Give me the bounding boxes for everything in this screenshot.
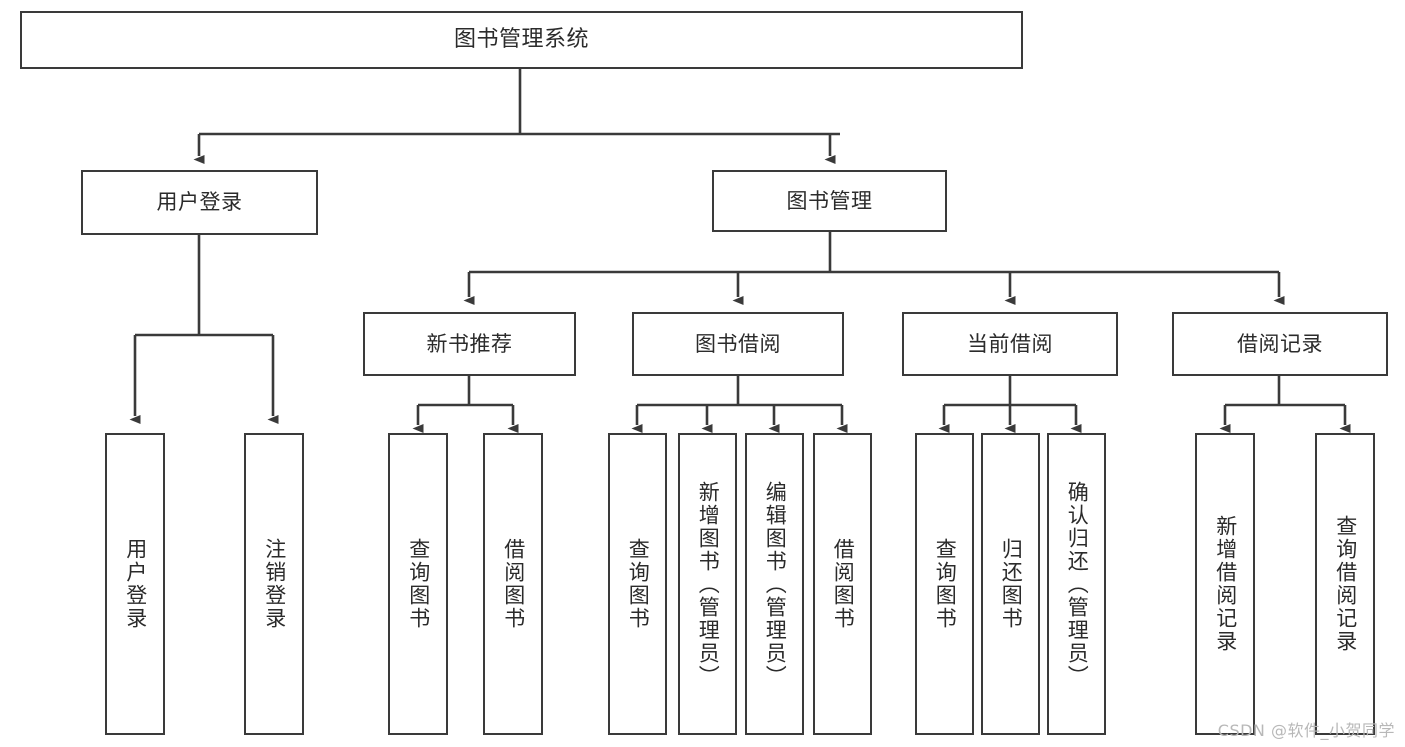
leaf-user-login-label: 用户登录 (123, 538, 148, 630)
node-root[interactable]: 图书管理系统 (20, 11, 1023, 69)
node-root-label: 图书管理系统 (453, 27, 589, 53)
leaf-add-record-label: 新增借阅记录 (1213, 515, 1238, 653)
node-book-borrow[interactable]: 图书借阅 (632, 312, 844, 376)
leaf-borrow-book-2[interactable]: 借阅图书 (813, 433, 872, 735)
node-current-borrow-label: 当前借阅 (967, 331, 1053, 356)
node-current-borrow[interactable]: 当前借阅 (902, 312, 1118, 376)
leaf-logout-login-label: 注销登录 (262, 538, 287, 630)
leaf-query-record-label: 查询借阅记录 (1333, 515, 1358, 653)
leaf-user-login[interactable]: 用户登录 (105, 433, 165, 735)
leaf-confirm-return[interactable]: 确认归还（管理员） (1047, 433, 1106, 735)
node-book-manage-label: 图书管理 (786, 188, 873, 213)
leaf-confirm-return-label: 确认归还（管理员） (1065, 480, 1090, 688)
node-borrow-record[interactable]: 借阅记录 (1172, 312, 1388, 376)
node-borrow-record-label: 借阅记录 (1237, 331, 1323, 356)
leaf-return-book[interactable]: 归还图书 (981, 433, 1040, 735)
leaf-query-book-3[interactable]: 查询图书 (915, 433, 974, 735)
leaf-add-record[interactable]: 新增借阅记录 (1195, 433, 1255, 735)
leaf-query-book-1[interactable]: 查询图书 (388, 433, 448, 735)
node-new-book-recommend-label: 新书推荐 (426, 331, 513, 356)
leaf-add-book-label: 新增图书（管理员） (696, 480, 721, 688)
node-user-login-label: 用户登录 (156, 190, 243, 215)
csdn-watermark: CSDN @软件_小贺同学 (1217, 721, 1395, 740)
leaf-logout-login[interactable]: 注销登录 (244, 433, 304, 735)
leaf-query-book-2-label: 查询图书 (626, 538, 651, 630)
leaf-edit-book[interactable]: 编辑图书（管理员） (745, 433, 804, 735)
leaf-borrow-book-2-label: 借阅图书 (831, 538, 856, 630)
node-new-book-recommend[interactable]: 新书推荐 (363, 312, 576, 376)
leaf-query-book-1-label: 查询图书 (406, 538, 431, 630)
leaf-add-book[interactable]: 新增图书（管理员） (678, 433, 737, 735)
leaf-query-book-3-label: 查询图书 (933, 538, 958, 630)
node-user-login[interactable]: 用户登录 (81, 170, 318, 235)
node-book-manage[interactable]: 图书管理 (712, 170, 947, 232)
leaf-borrow-book-1[interactable]: 借阅图书 (483, 433, 543, 735)
leaf-query-record[interactable]: 查询借阅记录 (1315, 433, 1375, 735)
leaf-query-book-2[interactable]: 查询图书 (608, 433, 667, 735)
leaf-return-book-label: 归还图书 (999, 538, 1024, 630)
node-book-borrow-label: 图书借阅 (695, 331, 781, 356)
leaf-edit-book-label: 编辑图书（管理员） (763, 480, 788, 688)
leaf-borrow-book-1-label: 借阅图书 (501, 538, 526, 630)
